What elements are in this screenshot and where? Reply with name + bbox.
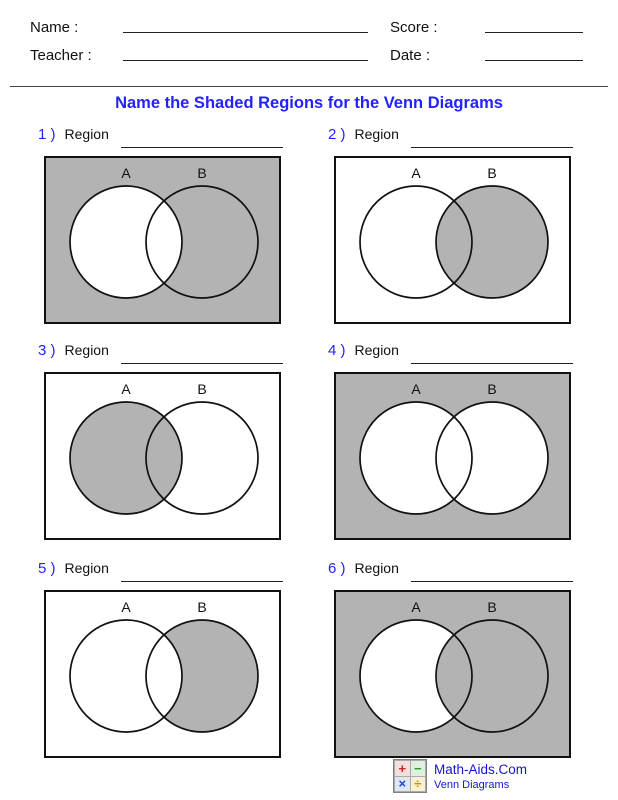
- set-b-label: B: [197, 165, 206, 181]
- set-b-label: B: [197, 381, 206, 397]
- worksheet-topic: Venn Diagrams: [434, 778, 510, 791]
- worksheet-title: Name the Shaded Regions for the Venn Dia…: [115, 94, 503, 112]
- math-aids-logo: + − × ÷: [393, 759, 427, 793]
- problem-number: 6 ): [328, 560, 346, 577]
- problem-number: 3 ): [38, 342, 56, 359]
- times-icon: ×: [395, 776, 410, 791]
- set-a-label: A: [121, 381, 131, 397]
- region-label: Region: [64, 342, 109, 358]
- answer-blank: [120, 135, 283, 148]
- score-label: Score :: [390, 19, 438, 36]
- answer-blank: [410, 351, 573, 364]
- header-divider: [10, 86, 608, 87]
- name-label: Name :: [30, 19, 79, 36]
- footer: + − × ÷ Math-Aids.Com Venn Diagrams: [393, 759, 527, 793]
- date-label: Date :: [390, 47, 431, 64]
- teacher-label: Teacher :: [30, 47, 92, 64]
- answer-blank: [120, 569, 283, 582]
- problem-number: 5 ): [38, 560, 56, 577]
- minus-icon: −: [410, 761, 425, 776]
- answer-blank: [410, 135, 573, 148]
- plus-icon: +: [395, 761, 410, 776]
- answer-blank: [120, 351, 283, 364]
- set-a-label: A: [411, 165, 421, 181]
- set-a-label: A: [411, 599, 421, 615]
- set-a-label: A: [121, 165, 131, 181]
- set-a-label: A: [121, 599, 131, 615]
- set-b-label: B: [197, 599, 206, 615]
- set-a-label: A: [411, 381, 421, 397]
- problem-number: 1 ): [38, 126, 56, 143]
- set-b-label: B: [487, 165, 496, 181]
- region-label: Region: [354, 560, 399, 576]
- set-b-label: B: [487, 599, 496, 615]
- name-blank: [123, 18, 368, 33]
- problem-number: 2 ): [328, 126, 346, 143]
- divide-icon: ÷: [410, 776, 425, 791]
- teacher-blank: [123, 46, 368, 61]
- region-label: Region: [354, 126, 399, 142]
- site-link[interactable]: Math-Aids.Com: [434, 761, 528, 777]
- region-label: Region: [64, 126, 109, 142]
- region-label: Region: [64, 560, 109, 576]
- score-blank: [485, 18, 583, 33]
- problem-number: 4 ): [328, 342, 346, 359]
- answer-blank: [410, 569, 573, 582]
- date-blank: [485, 46, 583, 61]
- region-label: Region: [354, 342, 399, 358]
- set-b-label: B: [487, 381, 496, 397]
